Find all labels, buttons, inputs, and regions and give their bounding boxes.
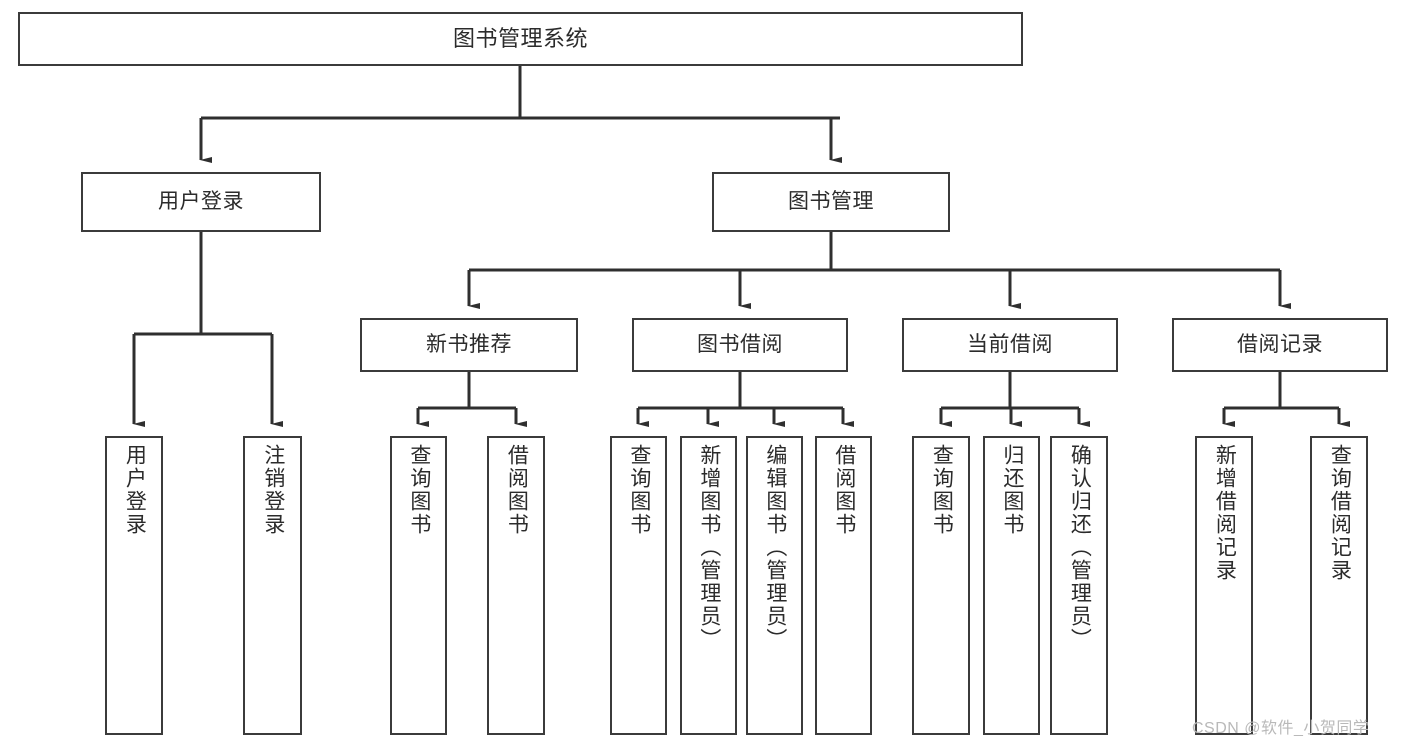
node-root[interactable]: 图书管理系统 (18, 12, 1023, 66)
node-label: 图书管理 (788, 189, 874, 213)
node-label: 借阅图书 (832, 444, 856, 536)
node-label: 当前借阅 (967, 332, 1053, 356)
node-label: 新书推荐 (426, 332, 512, 356)
leaf-node[interactable]: 确认归还（管理员） (1050, 436, 1108, 735)
node-label: 新增借阅记录 (1213, 444, 1237, 582)
node-label: 借阅图书 (505, 444, 529, 536)
leaf-node[interactable]: 查询图书 (610, 436, 667, 735)
node-label: 查询图书 (627, 444, 651, 536)
node-new-book-recommend[interactable]: 新书推荐 (360, 318, 578, 372)
node-label: 确认归还（管理员） (1068, 444, 1092, 651)
node-label: 用户登录 (158, 189, 244, 213)
leaf-node[interactable]: 查询图书 (912, 436, 970, 735)
node-label: 图书管理系统 (452, 26, 588, 52)
leaf-node[interactable]: 注销登录 (243, 436, 302, 735)
leaf-node[interactable]: 查询借阅记录 (1310, 436, 1368, 735)
node-label: 归还图书 (1000, 444, 1024, 536)
node-label: 查询图书 (930, 444, 954, 536)
node-current-borrow[interactable]: 当前借阅 (902, 318, 1118, 372)
node-label: 用户登录 (123, 444, 147, 536)
node-label: 借阅记录 (1237, 332, 1323, 356)
leaf-node[interactable]: 归还图书 (983, 436, 1040, 735)
node-book-management[interactable]: 图书管理 (712, 172, 950, 232)
leaf-node[interactable]: 用户登录 (105, 436, 163, 735)
node-borrow-records[interactable]: 借阅记录 (1172, 318, 1388, 372)
node-label: 查询图书 (407, 444, 431, 536)
node-label: 编辑图书（管理员） (763, 444, 787, 651)
leaf-node[interactable]: 查询图书 (390, 436, 447, 735)
leaf-node[interactable]: 新增图书（管理员） (680, 436, 737, 735)
leaf-node[interactable]: 编辑图书（管理员） (746, 436, 803, 735)
node-label: 查询借阅记录 (1328, 444, 1352, 582)
leaf-node[interactable]: 借阅图书 (487, 436, 545, 735)
node-label: 新增图书（管理员） (697, 444, 721, 651)
watermark: CSDN @软件_小贺同学 (1192, 720, 1370, 737)
node-user-login[interactable]: 用户登录 (81, 172, 321, 232)
node-book-borrow[interactable]: 图书借阅 (632, 318, 848, 372)
node-label: 注销登录 (261, 444, 285, 536)
leaf-node[interactable]: 借阅图书 (815, 436, 872, 735)
leaf-node[interactable]: 新增借阅记录 (1195, 436, 1253, 735)
node-label: 图书借阅 (697, 332, 783, 356)
